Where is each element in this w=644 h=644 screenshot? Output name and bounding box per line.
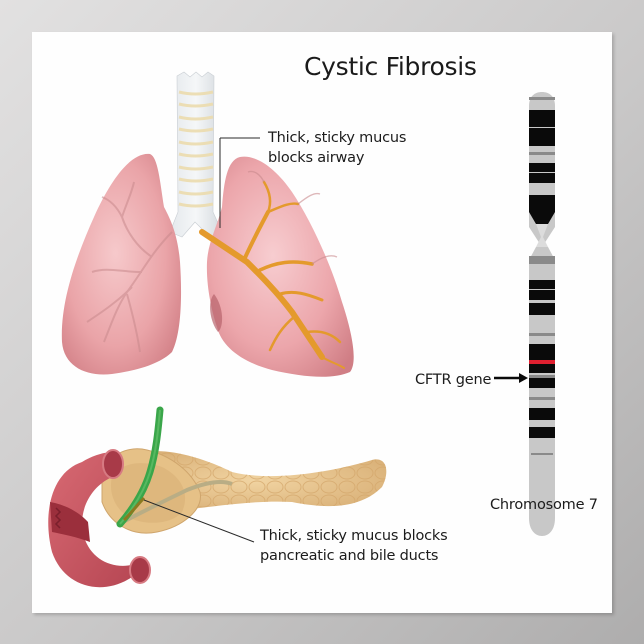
- lung-annotation-line2: blocks airway: [268, 150, 365, 166]
- chromosome-7: [494, 92, 555, 536]
- arrow-icon: [519, 373, 528, 383]
- pancreas-annotation-line1: Thick, sticky mucus blocks: [260, 528, 448, 544]
- page-title: Cystic Fibrosis: [304, 52, 477, 81]
- right-lung: [206, 156, 354, 377]
- lungs-illustration: [61, 71, 354, 377]
- trachea: [169, 71, 223, 238]
- pancreas-illustration: [48, 406, 387, 588]
- pancreas-annotation: Thick, sticky mucus blocks pancreatic an…: [260, 526, 448, 566]
- cftr-gene-band: [529, 360, 555, 364]
- lung-annotation-line1: Thick, sticky mucus: [268, 130, 407, 146]
- lung-annotation: Thick, sticky mucus blocks airway: [268, 128, 406, 168]
- mucus-bronchial-tree: [199, 180, 345, 369]
- left-lung: [61, 153, 182, 375]
- poster: Cystic Fibrosis Thick, sticky mucus bloc…: [32, 32, 612, 613]
- chromosome-label: Chromosome 7: [490, 497, 598, 513]
- pancreas-annotation-line2: pancreatic and bile ducts: [260, 548, 439, 564]
- diagram-artwork: [48, 71, 555, 588]
- duodenum: [48, 452, 142, 588]
- cftr-gene-label: CFTR gene: [415, 372, 492, 388]
